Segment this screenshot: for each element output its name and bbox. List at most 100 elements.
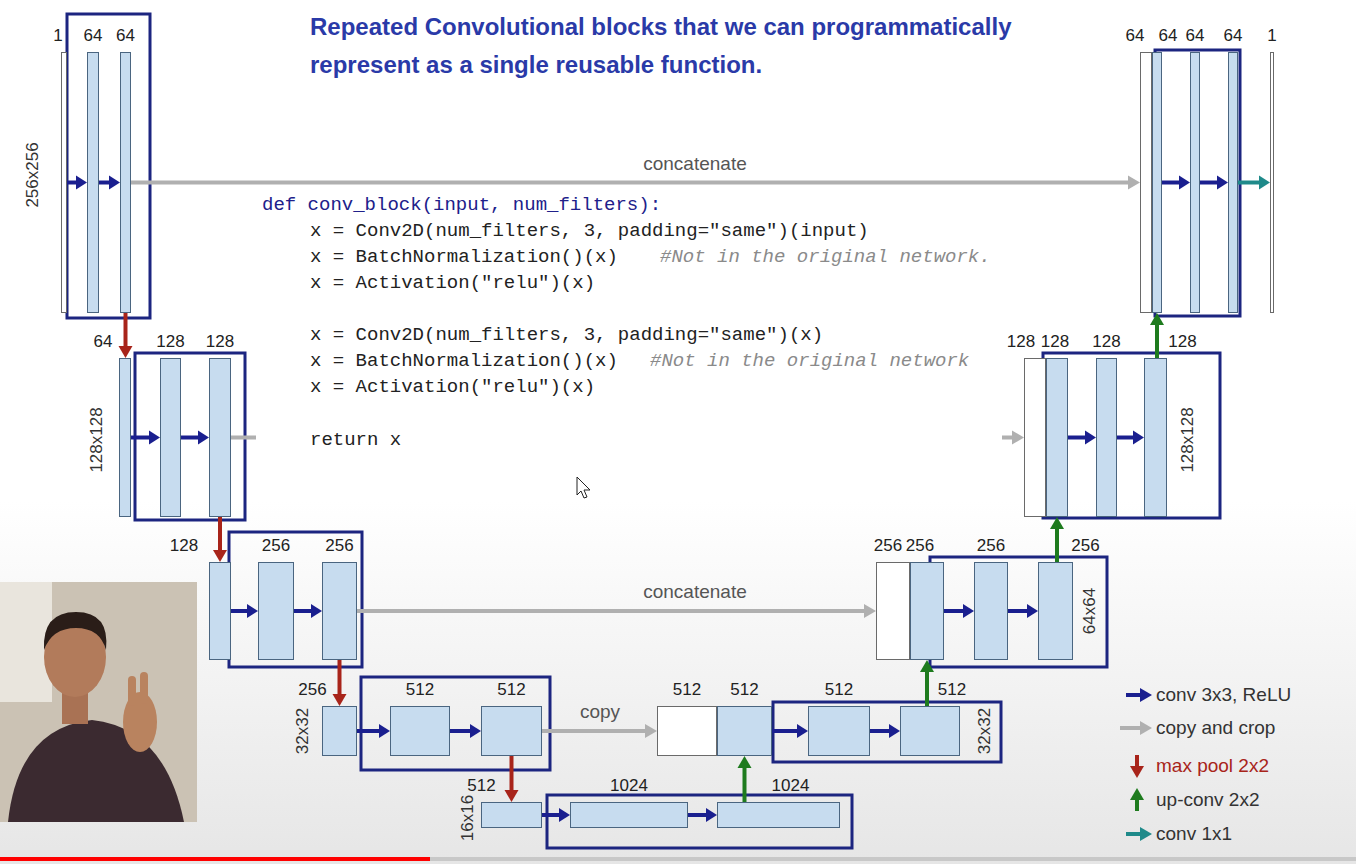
channel-count: 1 xyxy=(53,26,62,46)
arrow-head xyxy=(1050,517,1064,529)
mouse-cursor xyxy=(577,477,590,498)
feature-size: 256x256 xyxy=(23,142,43,207)
connector-line xyxy=(99,181,110,185)
connector-arrow xyxy=(1150,313,1164,358)
code-line: def conv_block(input, num_filters): xyxy=(262,194,661,216)
connector-line xyxy=(218,517,222,551)
connector-line xyxy=(925,671,929,706)
channel-count: 512 xyxy=(497,680,525,700)
connector-arrow xyxy=(333,660,347,706)
channel-count: 1 xyxy=(1267,26,1276,46)
arrow-head xyxy=(333,694,347,706)
connector-arrow xyxy=(1068,431,1096,445)
arrow-head xyxy=(1128,176,1140,190)
arrow-head xyxy=(706,808,717,822)
channel-count: 256 xyxy=(325,536,353,556)
connector-line xyxy=(1008,609,1028,613)
feature-map: 256 xyxy=(322,562,357,660)
code-comment: #Not in the original network. xyxy=(660,246,991,268)
arrow-head xyxy=(1179,176,1190,190)
code-line: x = Conv2D(num_filters, 3, padding="same… xyxy=(310,220,869,242)
connector-line xyxy=(1055,528,1059,562)
edge-label: concatenate xyxy=(643,581,747,603)
arrow-head xyxy=(198,431,209,445)
feature-map: 128 xyxy=(1144,358,1167,517)
connector-arrow xyxy=(119,313,133,358)
feature-map: 512 xyxy=(808,706,870,756)
channel-count: 512 xyxy=(467,776,495,796)
legend-text: copy and crop xyxy=(1156,717,1275,739)
feature-map: 64 xyxy=(119,358,131,517)
webcam-person-hair xyxy=(44,612,107,650)
connector-arrow xyxy=(1008,604,1038,618)
webcam-person-finger xyxy=(128,676,136,706)
progress-played xyxy=(0,857,430,861)
block-outline xyxy=(773,702,1001,762)
code-line: x = Conv2D(num_filters, 3, padding="same… xyxy=(310,324,823,346)
feature-size: 16x16 xyxy=(458,795,478,841)
channel-count: 512 xyxy=(730,680,758,700)
channel-count: 64 xyxy=(116,26,135,46)
arrow-head xyxy=(109,176,120,190)
connector-line xyxy=(231,609,248,613)
edge-label: copy xyxy=(580,701,620,723)
channel-count: 128 xyxy=(1092,332,1120,352)
legend-text: max pool 2x2 xyxy=(1156,755,1269,777)
feature-size: 128x128 xyxy=(87,407,107,472)
connector-line xyxy=(743,767,747,802)
channel-count: 128 xyxy=(1041,332,1069,352)
channel-count: 128 xyxy=(1007,332,1035,352)
feature-map: 128 xyxy=(209,562,231,660)
connector-line xyxy=(1155,324,1159,358)
connector-arrow xyxy=(688,808,717,822)
channel-count: 256 xyxy=(874,536,902,556)
connector-line xyxy=(870,729,890,733)
connector-line xyxy=(131,436,150,440)
arrow-head xyxy=(963,604,974,618)
channel-count: 512 xyxy=(673,680,701,700)
connector-arrow xyxy=(542,724,657,738)
channel-count: 256 xyxy=(906,536,934,556)
title-heading: Repeated Convolutional blocks that we ca… xyxy=(310,8,1070,84)
connector-line xyxy=(1200,181,1218,185)
progress-remaining xyxy=(430,857,1356,861)
edge-label: concatenate xyxy=(643,153,747,175)
arrow-head xyxy=(505,790,519,802)
legend-samples xyxy=(1120,688,1152,841)
connector-arrow xyxy=(357,604,876,618)
connector-line xyxy=(131,181,1129,185)
connector-arrow xyxy=(1200,176,1228,190)
pool-arrow-sample xyxy=(1135,755,1139,767)
connector-arrow xyxy=(450,724,481,738)
connector-line xyxy=(294,609,312,613)
arrow-head xyxy=(889,724,900,738)
arrow-head xyxy=(738,756,752,768)
feature-map: 1024 xyxy=(570,802,688,828)
arrow-head xyxy=(119,346,133,358)
arrow-head xyxy=(1150,313,1164,325)
feature-map: 512 xyxy=(900,706,960,756)
copy-arrow-sample xyxy=(1120,726,1141,730)
connector-arrow xyxy=(920,660,934,706)
feature-size: 32x32 xyxy=(975,708,995,754)
connector-arrow xyxy=(131,431,160,445)
code-line: x = BatchNormalization()(x) xyxy=(310,246,618,268)
legend-text: conv 1x1 xyxy=(1156,823,1232,845)
channel-count: 64 xyxy=(1159,26,1178,46)
feature-map: 128 xyxy=(209,358,231,517)
feature-map: 64 xyxy=(87,52,99,313)
connector-line xyxy=(542,813,560,817)
connector-arrow xyxy=(772,724,808,738)
arrow-head xyxy=(1012,431,1024,445)
channel-count: 64 xyxy=(1224,26,1243,46)
connector-arrow xyxy=(870,724,900,738)
feature-map: 128 xyxy=(1096,358,1117,517)
connector-line xyxy=(542,729,646,733)
webcam-person-finger xyxy=(140,672,148,704)
connector-arrow xyxy=(1238,176,1270,190)
connector-line xyxy=(1117,436,1134,440)
connector-line xyxy=(124,313,128,347)
webcam-background xyxy=(0,582,197,822)
conv-arrow-sample xyxy=(1140,688,1152,702)
connector-arrow xyxy=(1050,517,1064,562)
